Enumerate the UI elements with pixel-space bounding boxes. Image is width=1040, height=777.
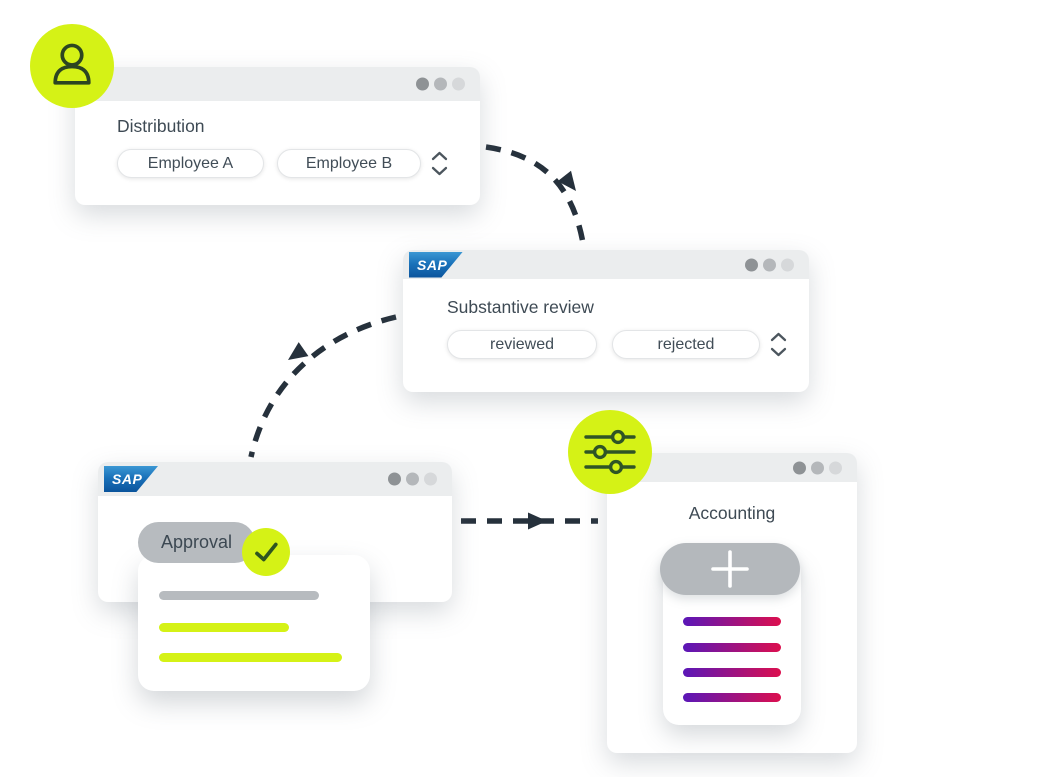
window-title-accounting: Accounting [688, 503, 776, 523]
stepper [770, 332, 787, 357]
window-dot-icon[interactable] [424, 472, 437, 486]
employee-b-button[interactable]: Employee B [277, 149, 421, 178]
window-controls [793, 461, 842, 474]
window-title-distribution: Distribution [117, 116, 205, 136]
arrowhead-icon [557, 170, 576, 191]
rejected-button[interactable]: rejected [612, 330, 760, 359]
arrow-distribution-to-review [485, 144, 586, 244]
arrow-review-to-approval [248, 314, 397, 458]
settings-badge [568, 410, 652, 494]
sap-logo: SAP [409, 251, 463, 278]
checkmark-icon [255, 542, 278, 562]
window-dot-icon[interactable] [781, 258, 794, 271]
entry-line-bar [683, 617, 781, 626]
window-dot-icon[interactable] [829, 461, 842, 474]
window-dot-icon[interactable] [763, 258, 776, 271]
chevron-down-icon[interactable] [770, 347, 787, 357]
entry-line-bar [683, 693, 781, 702]
arrowhead-icon [528, 512, 547, 530]
arrowhead-icon [288, 342, 309, 360]
person-icon [53, 43, 91, 85]
titlebar: SAP [98, 462, 452, 496]
window-title-substantive-review: Substantive review [447, 297, 594, 317]
window-dot-icon[interactable] [811, 461, 824, 474]
reviewed-button[interactable]: reviewed [447, 330, 597, 359]
sliders-icon [584, 429, 636, 475]
entry-line-bar [683, 643, 781, 652]
window-dot-icon[interactable] [745, 258, 758, 271]
stepper [431, 151, 448, 176]
window-dot-icon[interactable] [434, 77, 447, 91]
employee-a-button[interactable]: Employee A [117, 149, 264, 178]
text-line-bar [159, 623, 289, 632]
window-controls [388, 472, 437, 486]
approved-check-badge [242, 528, 290, 576]
window-dot-icon[interactable] [388, 472, 401, 486]
window-dot-icon[interactable] [793, 461, 806, 474]
window-dot-icon[interactable] [452, 77, 465, 91]
window-controls [745, 258, 794, 271]
entry-line-bar [683, 668, 781, 677]
window-dot-icon[interactable] [406, 472, 419, 486]
window-substantive-review: SAP Substantive review reviewed rejected [403, 250, 809, 392]
titlebar: SAP [403, 250, 809, 279]
plus-icon [711, 550, 749, 588]
chevron-down-icon[interactable] [431, 166, 448, 176]
approved-document-card [138, 555, 370, 691]
approval-button[interactable]: Approval [138, 522, 255, 563]
text-line-bar [159, 653, 342, 662]
add-entry-button[interactable] [660, 543, 800, 595]
user-badge [30, 24, 114, 108]
window-dot-icon[interactable] [416, 77, 429, 91]
window-accounting: Accounting [607, 453, 857, 753]
text-line-bar [159, 591, 319, 600]
chevron-up-icon[interactable] [431, 151, 448, 161]
window-approval: SAP Approval [98, 462, 452, 691]
window-controls [416, 77, 465, 91]
titlebar [75, 67, 480, 101]
window-distribution: Distribution Employee A Employee B [75, 67, 480, 205]
chevron-up-icon[interactable] [770, 332, 787, 342]
sap-logo: SAP [104, 466, 158, 492]
